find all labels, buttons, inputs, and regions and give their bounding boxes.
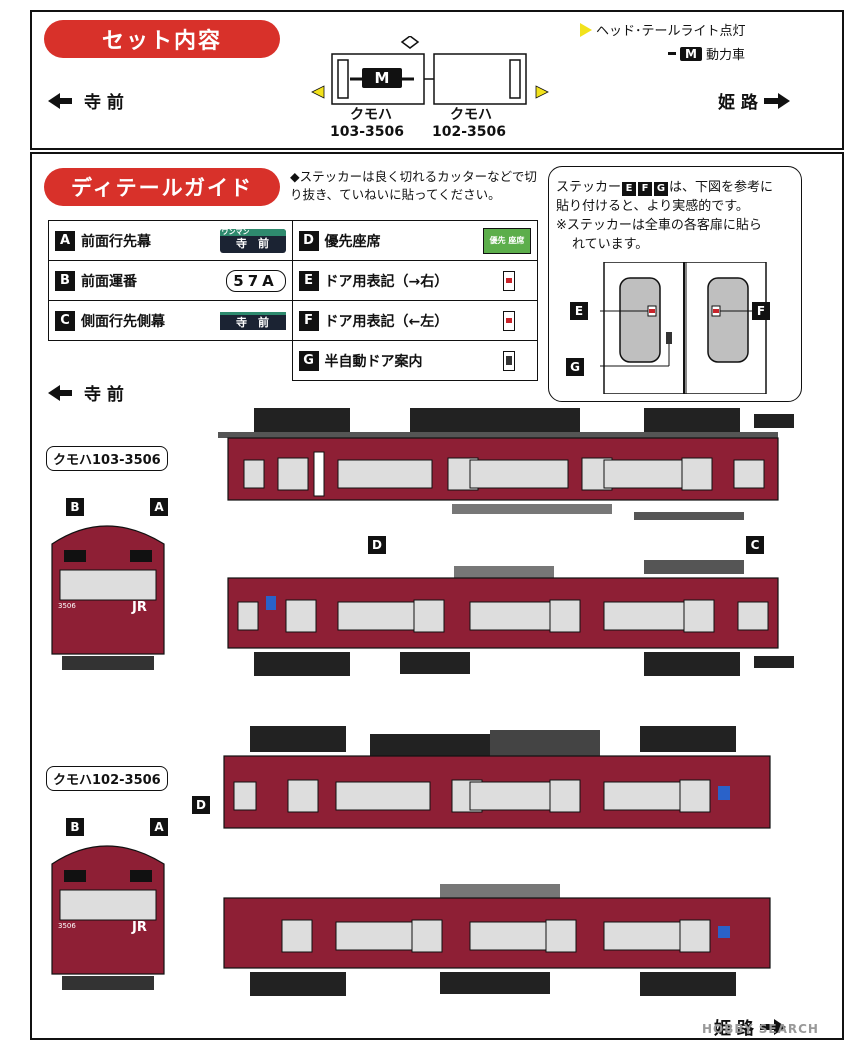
car2-side-upper bbox=[223, 726, 771, 829]
letter-c: C bbox=[55, 310, 75, 331]
sticker-g-semi-auto-door bbox=[503, 350, 515, 371]
letter-f: F bbox=[298, 310, 319, 331]
sticker-e-door-right bbox=[503, 270, 515, 291]
car1-side-upper bbox=[218, 408, 794, 520]
callout-d-car1: D bbox=[368, 536, 386, 554]
door-callout-e: E bbox=[570, 302, 588, 320]
coupler-diamond-icon bbox=[400, 36, 420, 49]
item-a-label: 前面行先幕 bbox=[81, 233, 151, 250]
direction-left: 寺 前 bbox=[48, 88, 124, 113]
left-arrow-icon bbox=[48, 384, 72, 401]
car1-front-logo: JR bbox=[132, 600, 147, 615]
letter-a: A bbox=[55, 230, 75, 251]
direction-right-label: 姫 路 bbox=[718, 93, 758, 113]
car2-name: クモハ bbox=[450, 107, 492, 123]
motor-badge-icon: M bbox=[680, 46, 702, 61]
item-g-label: 半自動ドア案内 bbox=[324, 353, 423, 370]
item-c-label: 側面行先側幕 bbox=[81, 313, 165, 330]
legend-light: ヘッド･テールライト点灯 bbox=[580, 20, 746, 39]
right-arrow-icon bbox=[763, 92, 790, 109]
left-headlight-triangle-icon bbox=[311, 85, 325, 99]
car2-number: 102-3506 bbox=[432, 124, 506, 140]
car2-front-view bbox=[51, 845, 165, 990]
callout-c: C bbox=[746, 536, 764, 554]
direction-right: 姫 路 bbox=[718, 88, 790, 113]
item-e-label: ドア用表記（→右） bbox=[324, 273, 449, 290]
table-row: A 前面行先幕 ワンマン 寺 前 D 優先座席 優先 座席 bbox=[48, 220, 539, 261]
letter-g: G bbox=[298, 350, 319, 371]
callout-a-car1: A bbox=[150, 498, 168, 516]
door-callout-g: G bbox=[566, 358, 584, 376]
car2-front-logo: JR bbox=[132, 920, 147, 935]
sticker-b-run-number: 57A bbox=[225, 269, 286, 292]
sticker-d-priority-seat: 優先 座席 bbox=[483, 227, 531, 254]
car2-side-lower bbox=[223, 884, 771, 996]
door-callout-f: F bbox=[752, 302, 770, 320]
diagram-direction-right: 姫 路 bbox=[714, 1014, 786, 1039]
door-diagram bbox=[600, 262, 767, 394]
headlight-triangle-icon bbox=[580, 22, 592, 37]
item-f-label: ドア用表記（←左） bbox=[324, 313, 449, 330]
letter-b: B bbox=[55, 270, 75, 291]
right-headlight-triangle-icon bbox=[535, 85, 549, 99]
set-car-diagram bbox=[311, 36, 549, 105]
detail-guide-frame bbox=[30, 152, 844, 1040]
car2-label: クモハ102-3506 bbox=[46, 766, 168, 791]
callout-b-car2: B bbox=[66, 818, 84, 836]
set-motor-badge: M bbox=[362, 68, 402, 88]
set-contents-frame bbox=[30, 10, 844, 150]
diagram-direction-left-label: 寺 前 bbox=[84, 385, 124, 405]
detail-guide-note: ◆ステッカーは良く切れるカッターなどで切り抜き、ていねいに貼ってください。 bbox=[290, 169, 537, 202]
table-row: B 前面運番 57A E ドア用表記（→右） bbox=[48, 260, 539, 301]
sticker-a-front-destination: ワンマン 寺 前 bbox=[219, 228, 286, 253]
right-arrow-icon bbox=[759, 1018, 786, 1035]
car1-number: 103-3506 bbox=[330, 124, 404, 140]
diagram-direction-left: 寺 前 bbox=[48, 380, 124, 405]
car1-front-view bbox=[51, 525, 165, 670]
callout-a-car2: A bbox=[150, 818, 168, 836]
diagram-direction-right-label: 姫 路 bbox=[714, 1019, 754, 1039]
letter-d: D bbox=[298, 230, 319, 251]
sticker-f-door-left bbox=[503, 310, 515, 331]
set-contents-title: セット内容 bbox=[44, 20, 280, 58]
item-b-label: 前面運番 bbox=[81, 273, 137, 290]
detail-guide-title: ディテールガイド bbox=[44, 168, 280, 206]
car1-side-lower bbox=[227, 560, 794, 676]
table-row: G 半自動ドア案内 bbox=[49, 340, 539, 381]
legend-motor: M 動力車 bbox=[668, 44, 745, 63]
callout-d-car2: D bbox=[192, 796, 210, 814]
watermark: HOBBY SEARCH bbox=[702, 1022, 819, 1036]
direction-left-label: 寺 前 bbox=[84, 93, 124, 113]
car1-label: クモハ103-3506 bbox=[46, 446, 168, 471]
callout-b-car1: B bbox=[66, 498, 84, 516]
car1-front-number: 3506 bbox=[58, 602, 76, 610]
left-arrow-icon bbox=[48, 92, 72, 109]
door-note-box bbox=[548, 166, 802, 402]
legend-light-label: ヘッド･テールライト点灯 bbox=[596, 24, 746, 39]
table-row: C 側面行先側幕 寺 前 F ドア用表記（←左） bbox=[48, 300, 539, 341]
letter-e: E bbox=[298, 270, 319, 291]
car2-front-number: 3506 bbox=[58, 922, 76, 930]
car1-name: クモハ bbox=[350, 107, 392, 123]
item-d-label: 優先座席 bbox=[324, 233, 381, 250]
sticker-c-side-destination: 寺 前 bbox=[219, 311, 286, 330]
legend-motor-label: 動力車 bbox=[706, 48, 746, 63]
